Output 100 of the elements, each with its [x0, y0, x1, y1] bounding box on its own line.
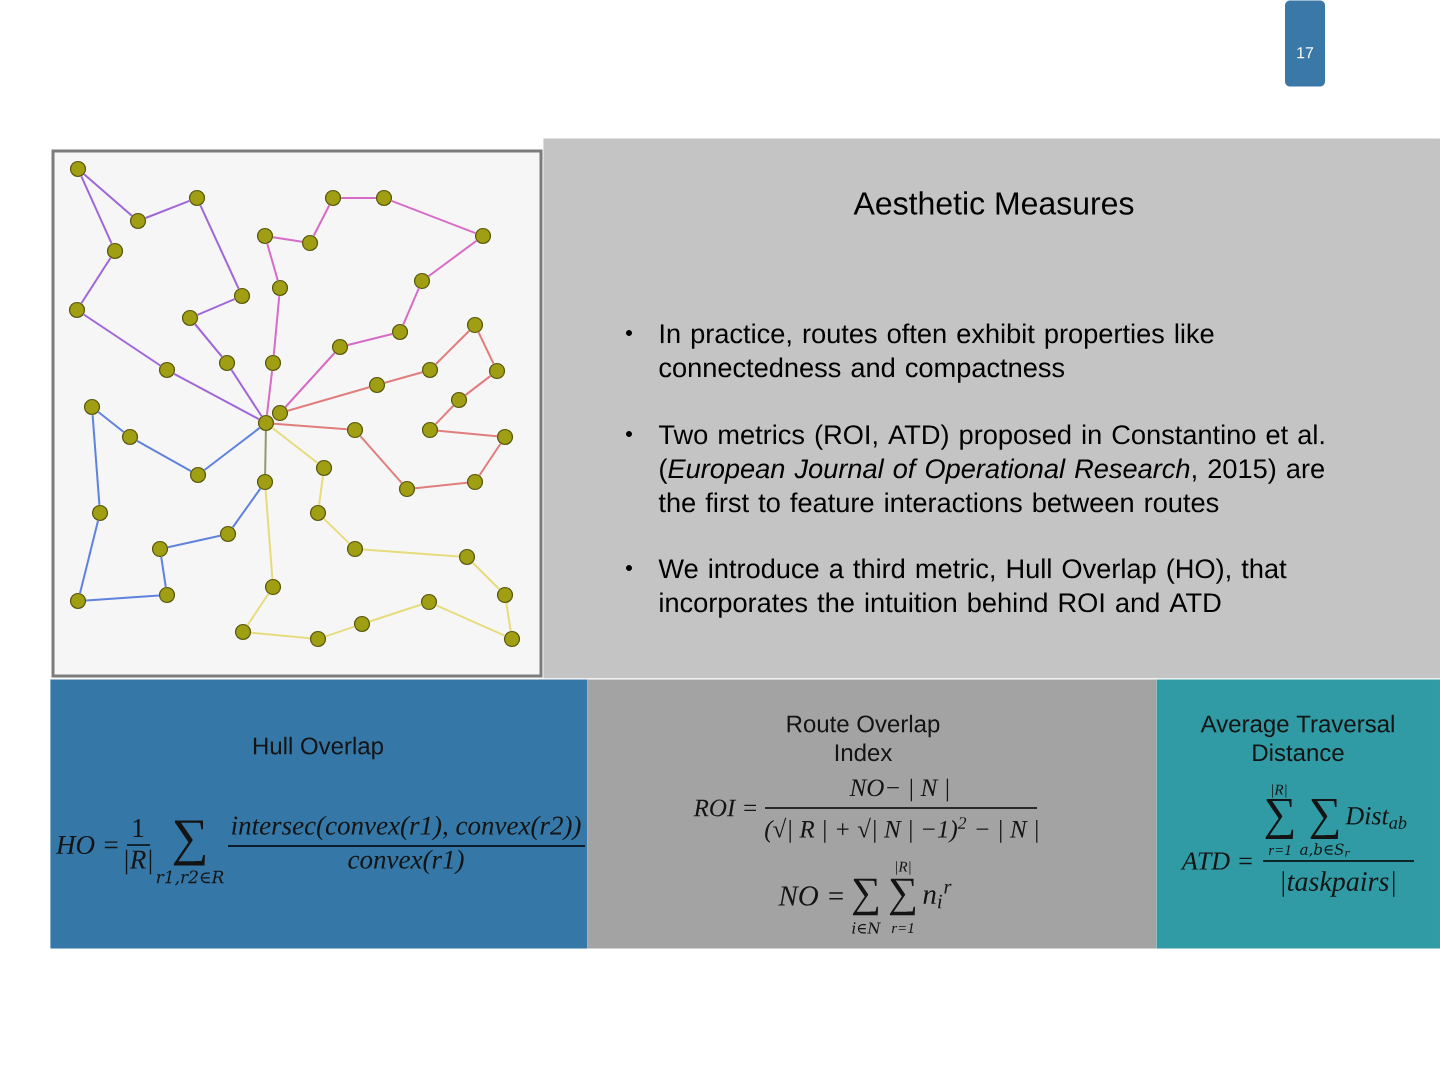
vertex-dot	[496, 586, 514, 604]
vertex-dot	[83, 398, 101, 416]
node-label: 1	[133, 819, 144, 837]
route-line	[434, 329, 471, 366]
vertex-dot	[233, 287, 251, 305]
route-line	[435, 604, 506, 637]
node-label: (√| R | + √| N | −1)$^{2}$ − | N |	[765, 817, 1038, 843]
route-line	[266, 242, 279, 282]
route-line	[85, 594, 160, 602]
vertex-dot	[488, 362, 506, 380]
vertex-dot	[368, 376, 386, 394]
route-line	[340, 197, 377, 199]
route-line	[196, 298, 236, 316]
node-label: |R|	[1272, 784, 1287, 798]
vertex-dot	[413, 272, 431, 290]
route-line	[231, 487, 262, 529]
node-label: |R|	[896, 861, 911, 875]
vertex-dot	[421, 361, 439, 379]
vertex-dot	[256, 227, 274, 245]
vertex-dot	[219, 525, 237, 543]
node-label: i∈N	[852, 922, 881, 934]
vertex-dot	[68, 301, 86, 319]
vertex-dot	[188, 189, 206, 207]
vertex-dot	[474, 227, 492, 245]
route-line	[78, 519, 100, 595]
bullet-text: Two metrics (ROI, ATD) proposed in Constantino et al. (European Journal of Operational Research, 2015) are the first to feature interactions between routes	[658, 424, 1324, 513]
route-line	[434, 404, 455, 426]
graph-frame	[51, 149, 543, 678]
route-line	[272, 295, 281, 356]
route-line	[264, 430, 267, 475]
vertex-dot	[271, 404, 289, 422]
route-line	[286, 386, 371, 412]
vertex-dot	[466, 316, 484, 334]
node-label: intersec(convex(r1), convex(r2))	[232, 815, 581, 841]
route-line	[83, 173, 133, 217]
vertex-dot	[181, 309, 199, 327]
panel-title: Route Overlap Index	[787, 714, 940, 762]
route-line	[362, 548, 460, 558]
route-line	[166, 534, 222, 549]
route-line	[312, 204, 331, 237]
text-panel	[543, 138, 1440, 679]
route-line	[272, 236, 303, 243]
route-line	[265, 370, 274, 416]
panel-title: Hull Overlap	[253, 736, 383, 760]
route-line	[160, 556, 167, 588]
route-line	[390, 199, 477, 235]
route-line	[194, 323, 223, 358]
vertex-dot	[450, 391, 468, 409]
vertex-dot	[420, 593, 438, 611]
vertex-dot	[353, 615, 371, 633]
node-label: ATD =	[1180, 852, 1252, 870]
route-line	[199, 204, 240, 290]
route-line	[359, 435, 403, 484]
bullet-text: We introduce a third metric, Hull Overlap (HO), that incorporates the intuition behind ROI and ATD	[658, 558, 1287, 618]
route-line	[91, 414, 101, 506]
vertex-dot	[271, 279, 289, 297]
vertex-dot	[151, 540, 169, 558]
node-label: r=1	[1268, 845, 1291, 855]
route-line	[246, 592, 270, 627]
route-line	[80, 175, 113, 245]
route-line	[464, 374, 492, 397]
route-line	[368, 603, 423, 623]
vertex-dot	[189, 466, 207, 484]
route-line	[230, 368, 263, 418]
route-line	[144, 199, 191, 220]
bullet-text: In practice, routes often exhibit properties like connectedness and compactness	[659, 323, 1214, 383]
route-line	[346, 332, 394, 347]
route-line	[318, 475, 324, 506]
route-line	[80, 256, 112, 305]
page-number-tab: 17	[1285, 0, 1325, 87]
vertex-dot	[256, 473, 274, 491]
route-line	[383, 371, 424, 384]
route-line	[322, 517, 351, 545]
formula-panel	[1156, 679, 1440, 949]
slide-title: Aesthetic Measures	[853, 191, 1134, 215]
node-label: HO =	[55, 835, 118, 855]
node-label: |taskpairs|	[1282, 871, 1395, 897]
route-line	[284, 352, 336, 408]
route-line	[324, 625, 356, 638]
route-line	[273, 422, 348, 431]
route-line	[97, 411, 125, 433]
route-line	[402, 287, 420, 326]
vertex-dot	[315, 459, 333, 477]
formula-panel	[587, 679, 1157, 949]
route-line	[478, 442, 502, 477]
vertex-dot	[301, 234, 319, 252]
node-label: |R|	[125, 849, 152, 875]
vertex-dot	[391, 323, 409, 341]
node-label: ∑	[1265, 799, 1294, 839]
node-label: ∑	[889, 878, 916, 916]
vertex-dot	[158, 361, 176, 379]
panel-title: Average Traversal Distance	[1200, 714, 1394, 762]
node-label: r1,r2∈R	[156, 870, 224, 886]
vertex-dot	[129, 212, 147, 230]
vertex-dot	[218, 354, 236, 372]
route-line	[437, 429, 498, 438]
route-line	[477, 331, 495, 365]
node-label: ∑	[852, 878, 879, 916]
route-line	[471, 561, 501, 591]
route-line	[264, 489, 274, 580]
